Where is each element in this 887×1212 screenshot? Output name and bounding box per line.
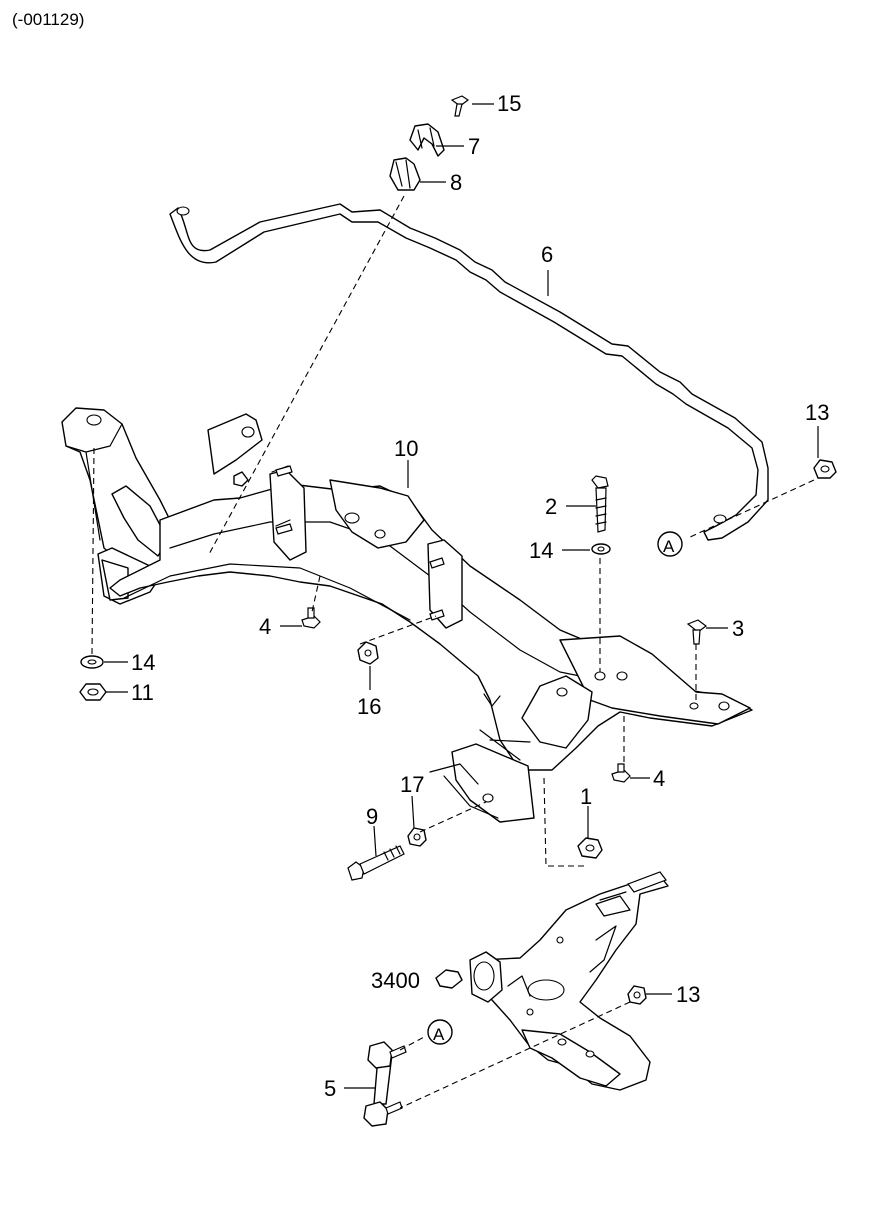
reference-circle-a-upper (657, 531, 683, 557)
callout-4-left: 4 (259, 614, 271, 639)
callout-5: 5 (324, 1076, 336, 1101)
nut-17 (407, 827, 427, 847)
bolt-4-right (611, 763, 631, 783)
callout-15: 15 (497, 91, 521, 116)
callout-13-upper: 13 (805, 400, 829, 425)
reference-circle-a-lower (427, 1019, 453, 1045)
bar-bushing (389, 157, 421, 191)
callout-3400: 3400 (371, 968, 420, 993)
callout-8: 8 (450, 170, 462, 195)
nut-13-upper (813, 459, 837, 479)
callout-11: 11 (131, 680, 154, 705)
bushing-3400 (435, 969, 463, 989)
bracket-bolt (450, 95, 470, 117)
nut-13-lower (627, 985, 647, 1005)
reference-a-lower: A (433, 1025, 445, 1044)
bolt-9 (347, 845, 405, 881)
callout-14-lower: 14 (131, 650, 155, 675)
diagram-code: (-001129) (12, 10, 85, 29)
callout-4-right: 4 (653, 766, 665, 791)
callout-2: 2 (545, 494, 557, 519)
callout-3: 3 (732, 616, 744, 641)
long-bolt-2 (591, 475, 609, 533)
nut-16 (357, 641, 379, 665)
assembly-lines (91, 195, 815, 1109)
callout-13-lower: 13 (676, 982, 700, 1007)
stabilizer-link (363, 1041, 407, 1127)
callout-14-upper: 14 (529, 538, 553, 563)
callout-17: 17 (400, 772, 424, 797)
callout-9: 9 (366, 804, 378, 829)
nut-11 (79, 683, 107, 701)
callout-10: 10 (394, 436, 418, 461)
bolt-4-left (301, 607, 321, 629)
callout-1: 1 (580, 784, 592, 809)
callout-6: 6 (541, 242, 553, 267)
crossmember (61, 407, 753, 823)
lower-control-arm (469, 871, 669, 1091)
bolt-3 (686, 619, 707, 645)
nut-1 (577, 837, 603, 859)
leader-lines (104, 103, 819, 1089)
reference-a-upper: A (663, 537, 675, 556)
callout-7: 7 (468, 134, 480, 159)
callout-16: 16 (357, 694, 381, 719)
bar-bracket (409, 123, 445, 157)
stabilizer-bar (169, 203, 769, 541)
